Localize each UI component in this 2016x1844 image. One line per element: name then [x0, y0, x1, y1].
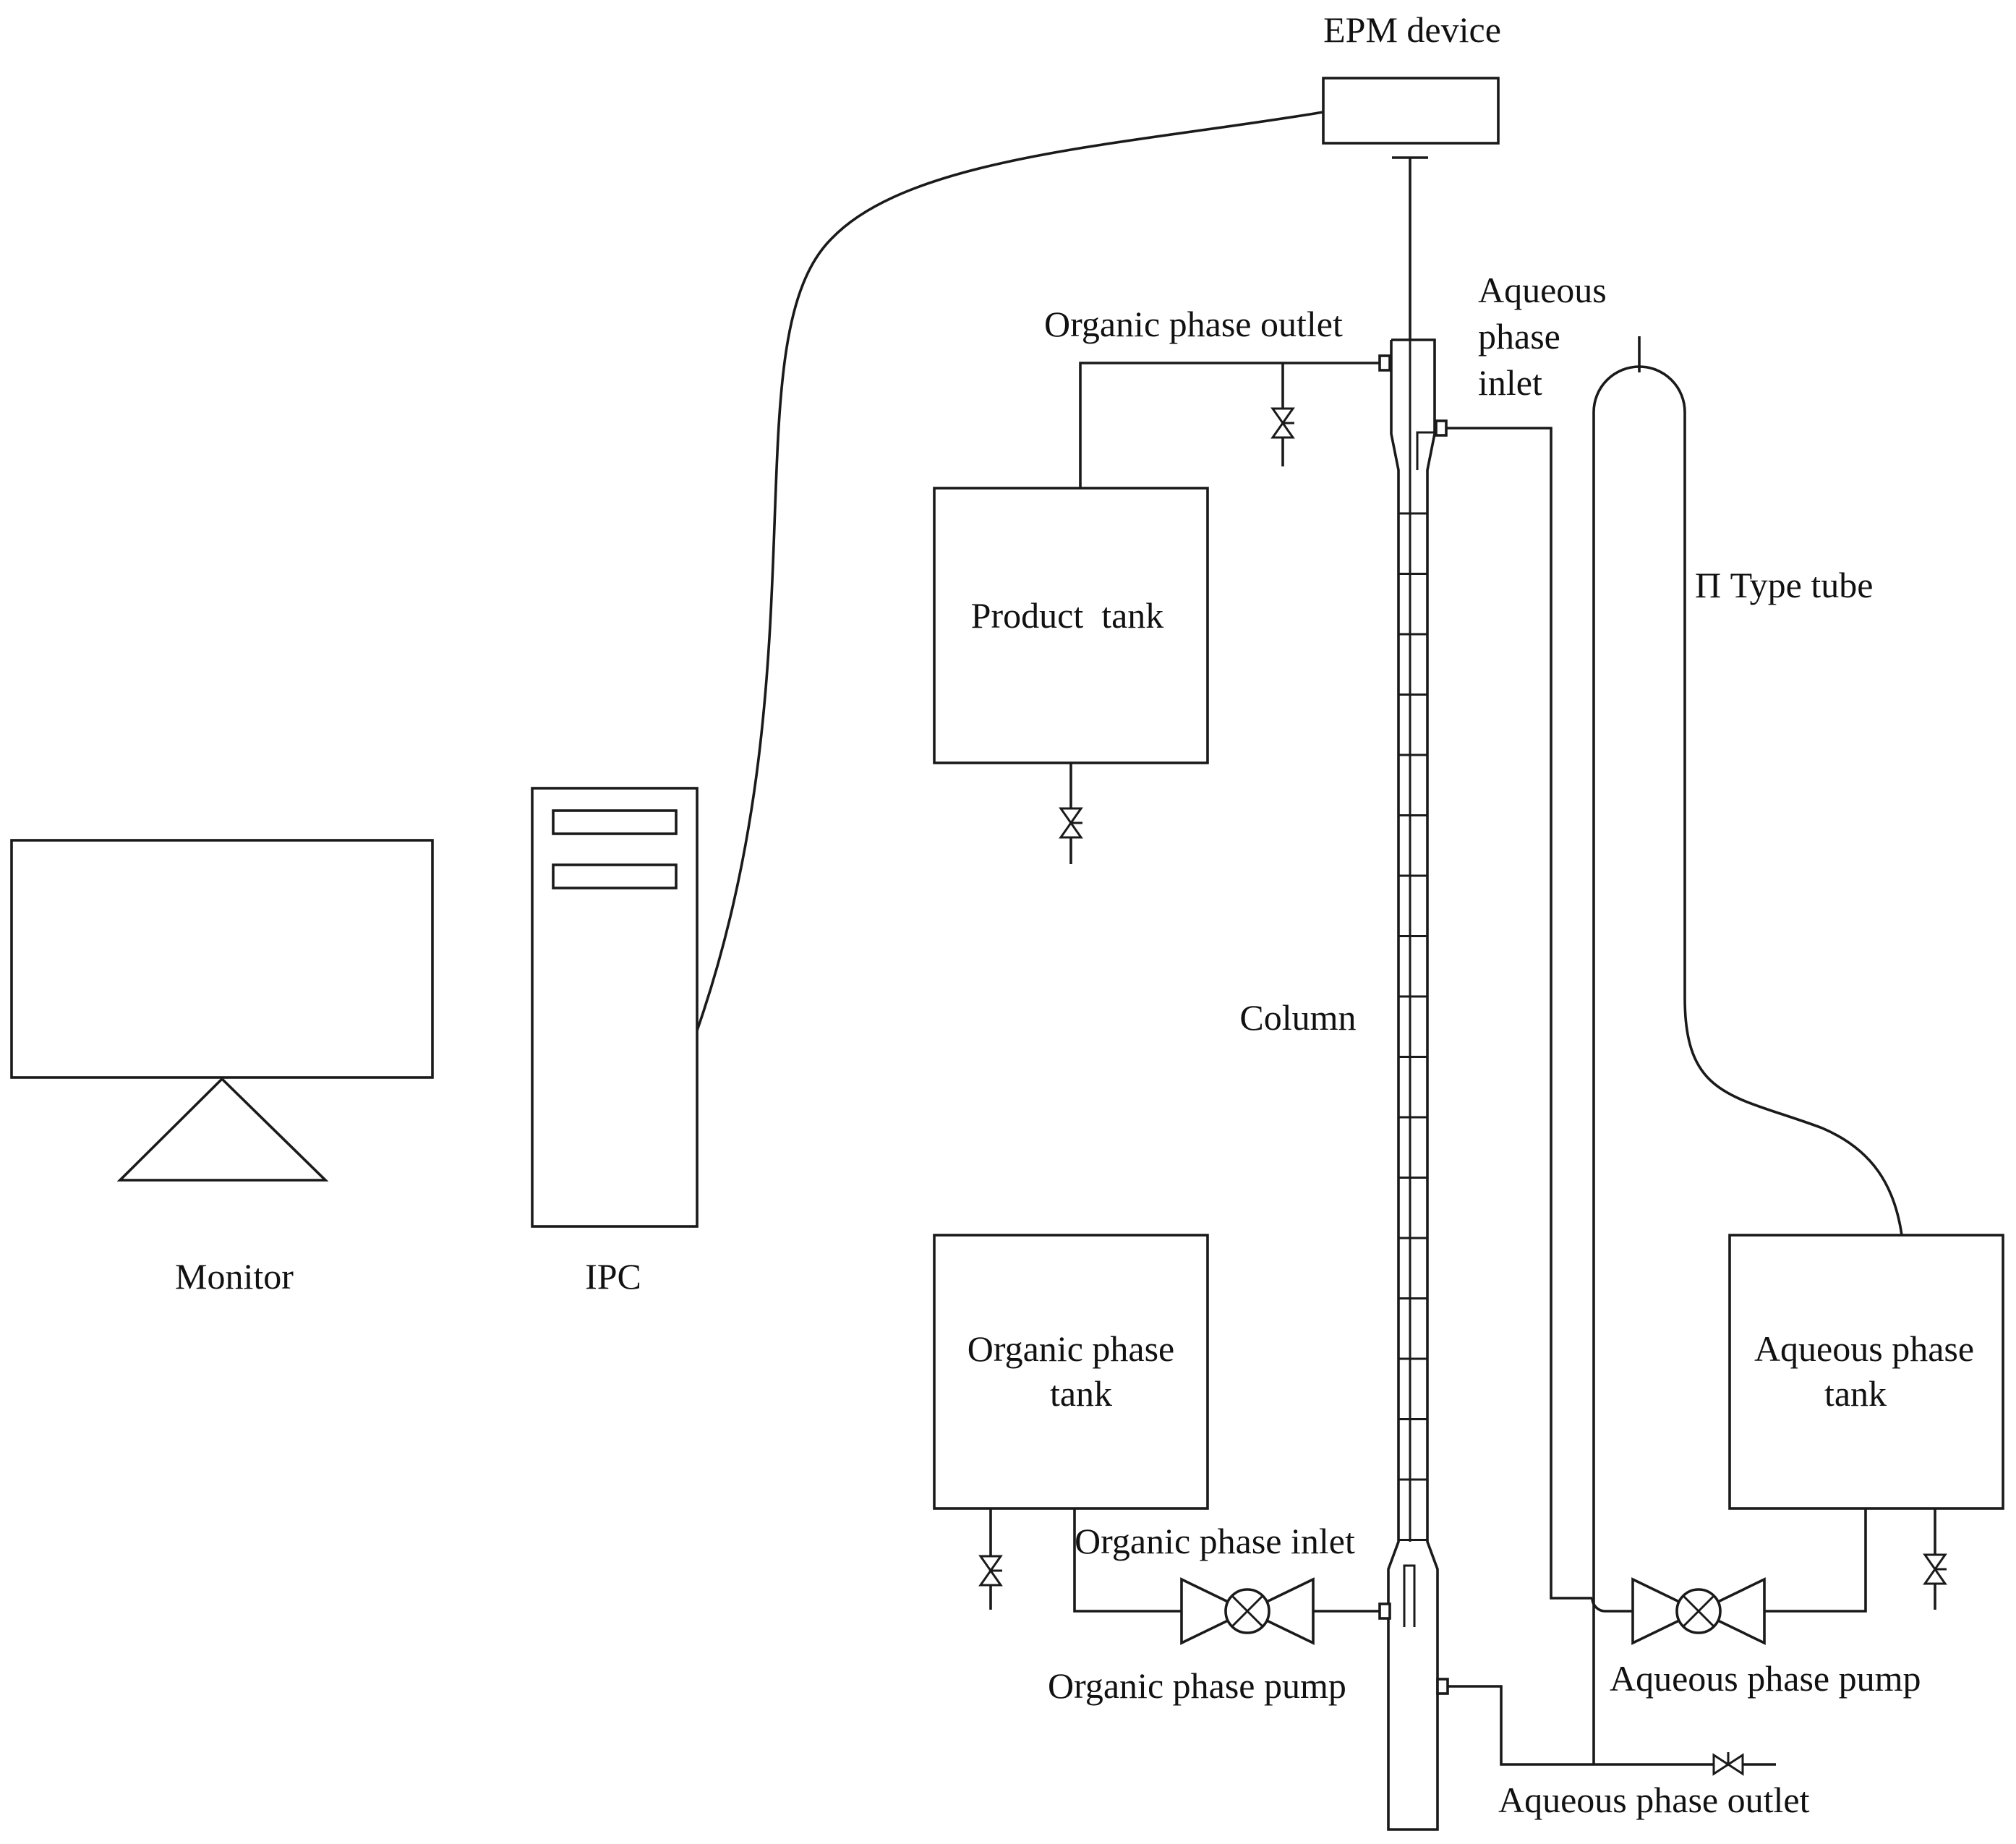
organic-inlet-label: Organic phase inlet [1075, 1521, 1355, 1561]
organic-outlet-label: Organic phase outlet [1044, 304, 1343, 344]
column [1387, 338, 1439, 1831]
monitor [10, 839, 434, 1182]
organic-phase-tank [933, 1234, 1209, 1510]
aqueous-pump-label: Aqueous phase pump [1610, 1658, 1921, 1699]
organic-tank-drain-valve [978, 1508, 1003, 1610]
organic-feed-line [1073, 1508, 1391, 1620]
organic-pump-label: Organic phase pump [1048, 1665, 1346, 1706]
monitor-label: Monitor [175, 1256, 294, 1297]
aqueous-tank-label-2: tank [1824, 1373, 1887, 1414]
column-plates [1398, 512, 1427, 1541]
epm-device [1322, 77, 1500, 340]
pi-tube-label: Π Type tube [1695, 565, 1873, 605]
organic-outlet-line [1079, 354, 1391, 488]
ipc-label: IPC [585, 1256, 641, 1297]
organic-tank-label-1: Organic phase [968, 1328, 1174, 1369]
organic-outlet-drain-valve [1270, 407, 1295, 439]
aqueous-feed-line [1435, 419, 1867, 1613]
aqueous-outlet-line [1436, 1678, 1776, 1776]
aqueous-phase-tank [1728, 1234, 2004, 1510]
ipc [531, 787, 699, 1228]
aqueous-inlet-label-3: inlet [1478, 362, 1542, 403]
aqueous-tank-drain-valve [1923, 1508, 1947, 1610]
product-tank-drain-valve [1059, 763, 1083, 864]
organic-tank-label-2: tank [1050, 1373, 1112, 1414]
aqueous-tank-label-1: Aqueous phase [1754, 1328, 1974, 1369]
signal-cable [696, 111, 1324, 1031]
aqueous-outlet-label: Aqueous phase outlet [1498, 1780, 1810, 1820]
aqueous-phase-pump [1631, 1577, 1766, 1645]
pi-type-tube [1592, 336, 1903, 1764]
aqueous-inlet-label-1: Aqueous [1478, 270, 1607, 310]
aqueous-inlet-label-2: phase [1478, 316, 1560, 357]
organic-phase-pump [1180, 1577, 1315, 1645]
column-label: Column [1239, 997, 1356, 1038]
epm-device-label: EPM device [1323, 9, 1501, 50]
product-tank-label: Product tank [971, 595, 1164, 636]
